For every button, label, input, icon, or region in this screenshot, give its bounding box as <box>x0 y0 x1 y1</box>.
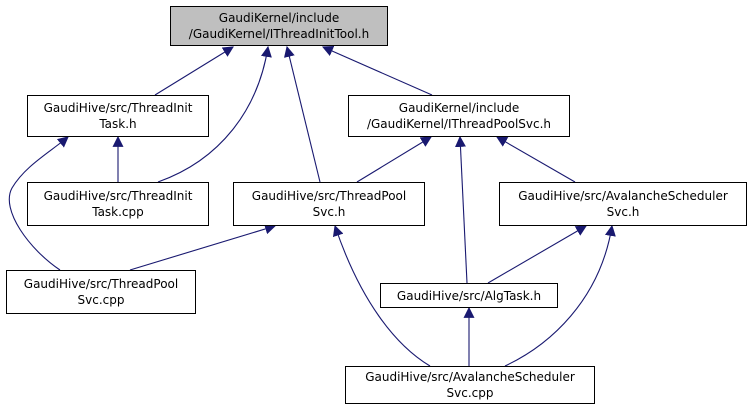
node-threadpoolsvc-cpp-line1: GaudiHive/src/ThreadPool <box>23 277 179 291</box>
node-threadinittask-cpp-line1: GaudiHive/src/ThreadInit <box>43 189 193 203</box>
node-ithreadpoolsvc-h-line1: GaudiKernel/include <box>398 101 520 115</box>
edge-threadpoolsvc-cpp-to-threadinittask-h <box>8 136 69 271</box>
node-ithreadpoolsvc-h[interactable]: GaudiKernel/include /GaudiKernel/IThread… <box>348 95 570 137</box>
node-threadpoolsvc-h-line1: GaudiHive/src/ThreadPool <box>251 189 407 203</box>
edge-threadinittask-cpp-to-ithreadinittool <box>157 45 272 183</box>
node-threadpoolsvc-h[interactable]: GaudiHive/src/ThreadPool Svc.h <box>233 182 425 226</box>
node-avalanchescheduler-h-line2: Svc.h <box>606 205 640 219</box>
edge-ithreadpoolsvc-h-to-ithreadinittool <box>321 45 433 96</box>
node-algtask-h[interactable]: GaudiHive/src/AlgTask.h <box>380 283 558 308</box>
node-threadpoolsvc-cpp[interactable]: GaudiHive/src/ThreadPool Svc.cpp <box>6 270 196 314</box>
edge-avalanchescheduler-cpp-to-avalanchescheduler-h <box>504 224 616 367</box>
edge-algtask-h-to-ithreadpoolsvc <box>454 135 468 284</box>
node-ithreadinittool-h-line1: GaudiKernel/include <box>218 11 340 25</box>
node-threadinittask-h-line2: Task.h <box>99 117 137 131</box>
node-threadinittask-h-line1: GaudiHive/src/ThreadInit <box>43 101 193 115</box>
node-threadinittask-cpp-line2: Task.cpp <box>92 205 144 219</box>
node-ithreadpoolsvc-h-line2: /GaudiKernel/IThreadPoolSvc.h <box>366 117 552 131</box>
node-ithreadinittool-h-line2: /GaudiKernel/IThreadInitTool.h <box>188 27 370 41</box>
node-ithreadinittool-h: GaudiKernel/include /GaudiKernel/IThread… <box>170 6 388 46</box>
edge-threadpoolsvc-cpp-to-threadpoolsvc-h <box>129 223 277 271</box>
edge-threadpoolsvc-h-to-ithreadpoolsvc <box>356 136 432 183</box>
edge-threadpoolsvc-h-to-ithreadinittool <box>284 45 321 183</box>
node-threadpoolsvc-h-line2: Svc.h <box>312 205 346 219</box>
node-avalanchescheduler-cpp-line1: GaudiHive/src/AvalancheScheduler <box>365 370 575 384</box>
node-threadpoolsvc-cpp-line2: Svc.cpp <box>77 293 125 307</box>
node-avalanchescheduler-h[interactable]: GaudiHive/src/AvalancheScheduler Svc.h <box>499 182 747 226</box>
node-threadinittask-h[interactable]: GaudiHive/src/ThreadInit Task.h <box>27 95 209 137</box>
node-threadinittask-cpp[interactable]: GaudiHive/src/ThreadInit Task.cpp <box>27 182 209 226</box>
node-avalanchescheduler-cpp-line2: Svc.cpp <box>446 386 494 400</box>
node-avalanchescheduler-h-line1: GaudiHive/src/AvalancheScheduler <box>518 189 728 203</box>
edge-avalanchescheduler-h-to-ithreadpoolsvc <box>496 136 576 183</box>
edge-avalanchescheduler-cpp-to-threadpoolsvc-h <box>332 224 431 367</box>
edge-algtask-h-to-avalanchescheduler-h <box>487 225 587 284</box>
edge-threadinittask-h-to-ithreadinittool <box>154 46 234 96</box>
node-avalanchescheduler-cpp[interactable]: GaudiHive/src/AvalancheScheduler Svc.cpp <box>345 366 595 404</box>
node-algtask-h-line1: GaudiHive/src/AlgTask.h <box>396 288 542 303</box>
